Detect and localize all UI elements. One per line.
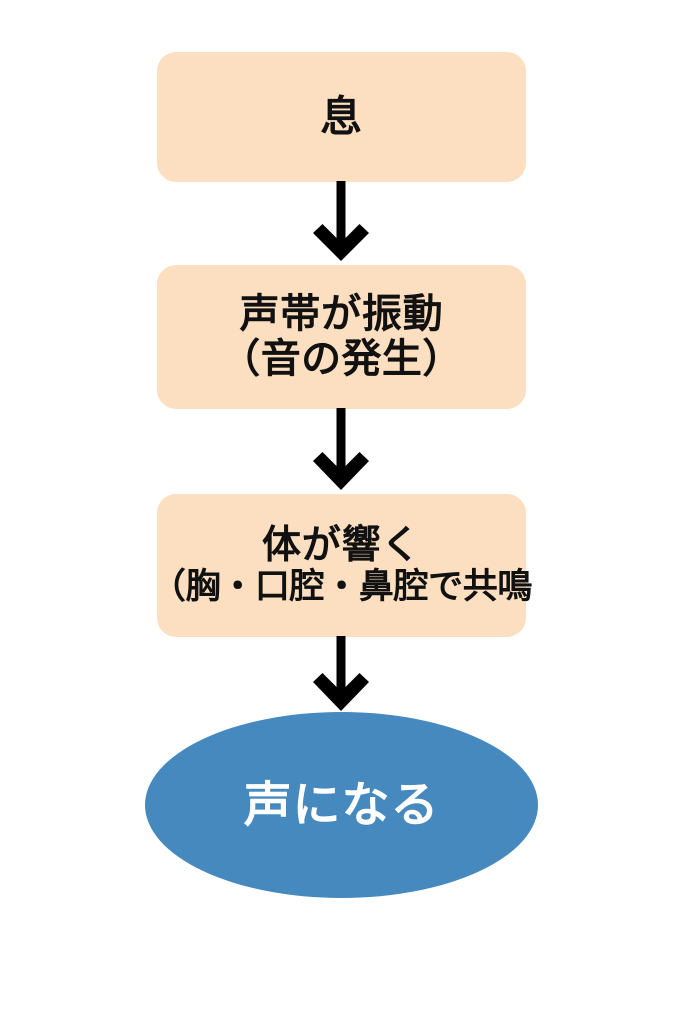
flowchart-node-breath: 息	[157, 52, 526, 182]
flowchart-node-resonance-label-primary: 体が響く	[261, 522, 422, 568]
down-arrow-icon	[305, 408, 377, 496]
flowchart-node-vocal-folds-label-secondary: （音の発生）	[220, 336, 463, 382]
flowchart-node-voice: 声になる	[145, 712, 538, 898]
flowchart-node-voice-label: 声になる	[243, 777, 440, 833]
flowchart-node-vocal-folds: 声帯が振動 （音の発生）	[157, 265, 526, 409]
flowchart-node-resonance-label-secondary: （胸・口腔・鼻腔で共鳴	[150, 567, 533, 608]
flowchart-node-vocal-folds-label-primary: 声帯が振動	[239, 291, 444, 338]
flowchart-node-resonance: 体が響く （胸・口腔・鼻腔で共鳴	[151, 494, 532, 637]
flowchart-node-breath-label: 息	[320, 92, 363, 142]
down-arrow-icon	[305, 636, 377, 716]
down-arrow-icon	[305, 181, 377, 267]
